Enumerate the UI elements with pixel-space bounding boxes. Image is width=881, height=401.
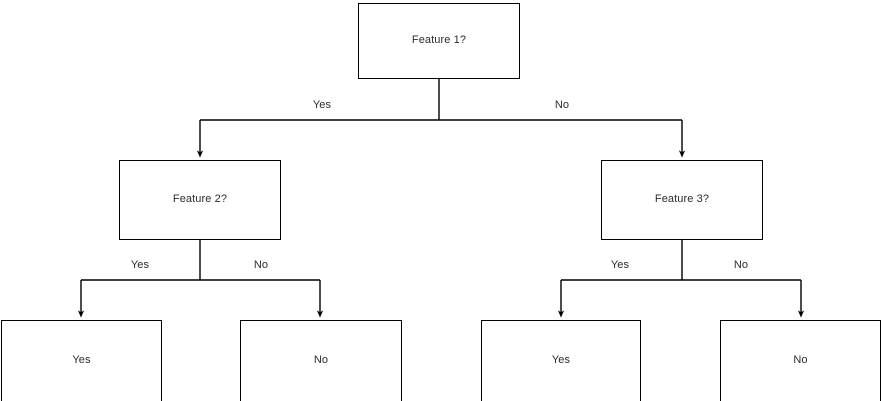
edge-label-f3-yes: Yes [607, 259, 633, 271]
node-leaf-yes-right-label: Yes [551, 354, 571, 367]
node-leaf-yes-left-label: Yes [72, 354, 91, 367]
edge-label-root-yes: Yes [309, 99, 335, 111]
edge-root-to-children [196, 79, 686, 158]
edge-label-root-no: No [551, 99, 573, 111]
edge-f2-to-leaves [77, 240, 324, 318]
node-feature-2[interactable]: Feature 2? [119, 160, 281, 240]
node-feature-1-label: Feature 1? [411, 34, 467, 47]
node-feature-1[interactable]: Feature 1? [358, 3, 520, 79]
node-feature-3-label: Feature 3? [654, 193, 710, 206]
node-leaf-yes-left[interactable]: Yes [1, 320, 162, 401]
edge-label-f3-no: No [730, 259, 752, 271]
edge-f3-to-leaves [557, 240, 805, 318]
node-leaf-no-left-label: No [313, 354, 329, 367]
node-leaf-yes-right[interactable]: Yes [481, 320, 641, 401]
node-leaf-no-right[interactable]: No [720, 320, 881, 401]
node-leaf-no-left[interactable]: No [240, 320, 402, 401]
node-leaf-no-right-label: No [793, 354, 808, 367]
edge-label-f2-yes: Yes [127, 259, 153, 271]
node-feature-3[interactable]: Feature 3? [601, 160, 763, 240]
node-feature-2-label: Feature 2? [172, 193, 228, 206]
edge-label-f2-no: No [250, 259, 272, 271]
